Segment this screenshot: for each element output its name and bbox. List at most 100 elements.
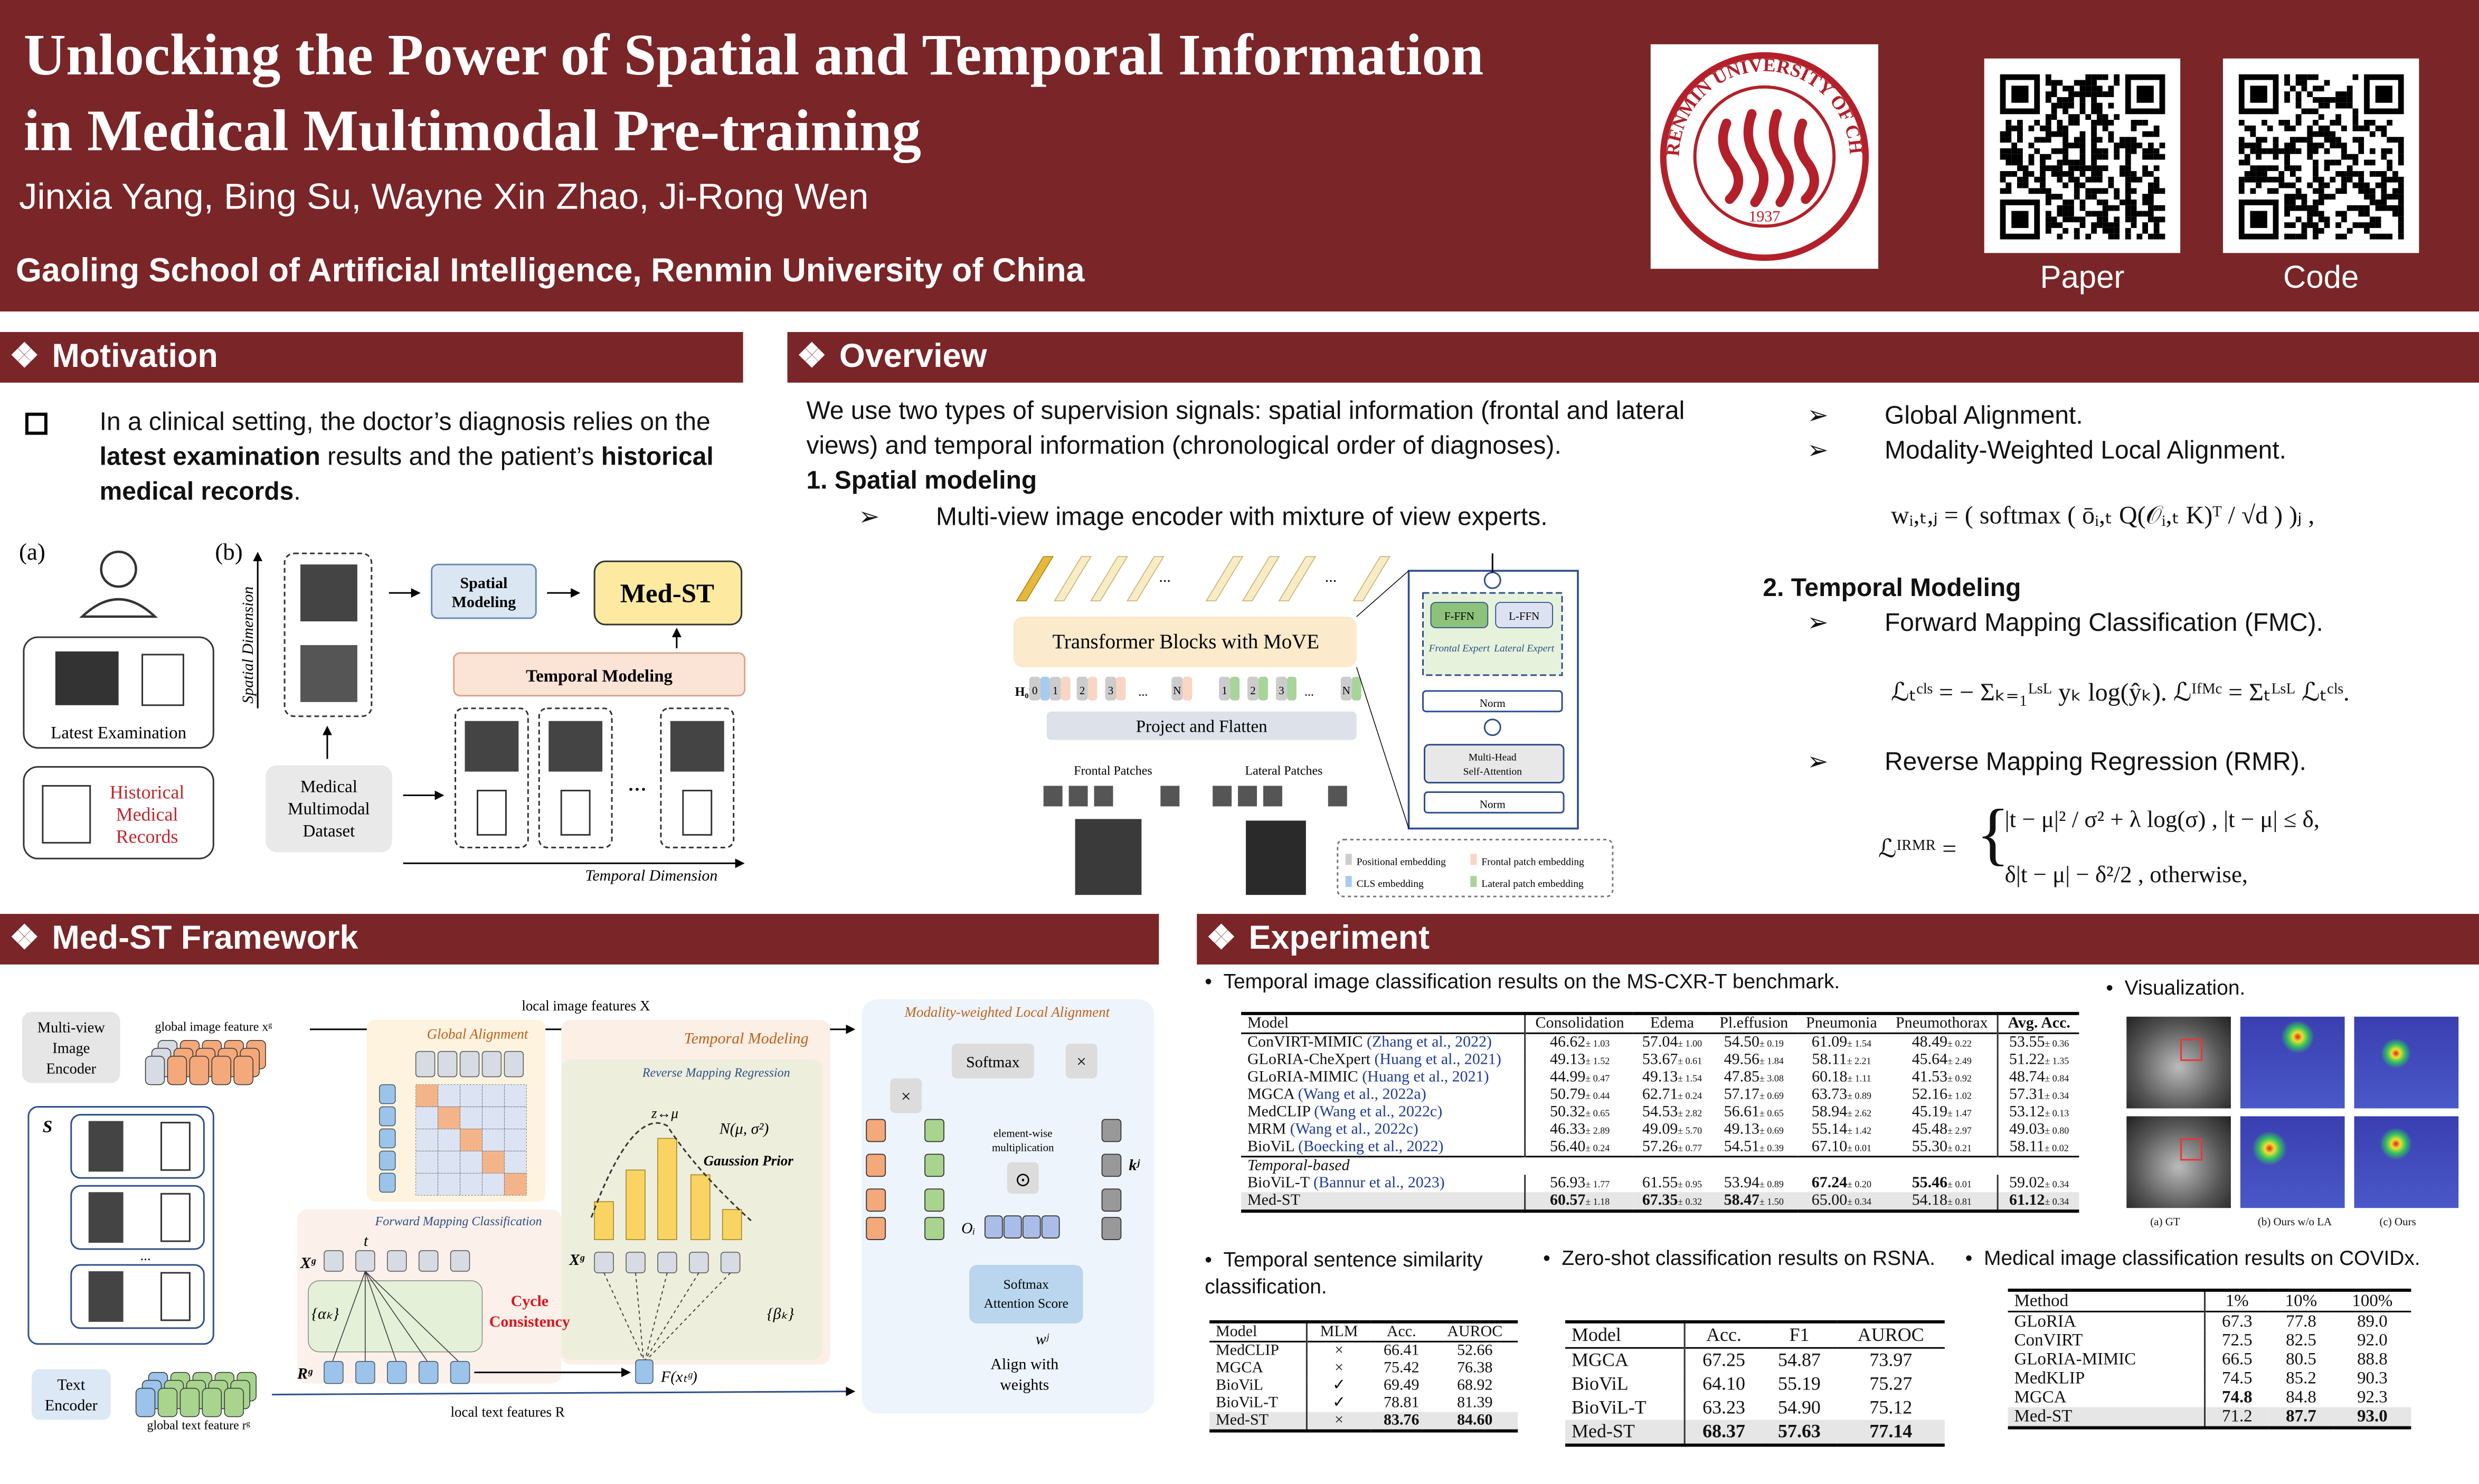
historical-label: Medical (116, 804, 178, 825)
med-st-framework-diagram: local image features X Multi-view Image … (22, 998, 1155, 1432)
z-mu-label: z↔μ (651, 1105, 678, 1121)
std-value: ± 1.02 (1947, 1092, 1972, 1102)
citation-link[interactable]: (Zhang et al., 2022) (1366, 1034, 1492, 1052)
table-cell: 93.0 (2357, 1407, 2388, 1426)
std-value: ± 0.34 (2045, 1198, 2069, 1208)
std-value: ± 0.65 (1759, 1110, 1784, 1120)
patch-embedding (1087, 676, 1097, 701)
image-encoder-label: Encoder (46, 1061, 96, 1077)
global-text-feature-tiles (135, 1372, 257, 1417)
image-feature-tile (481, 1051, 502, 1077)
text: Temporal image classification results on… (1223, 969, 1840, 993)
table-cell: 74.8 (2222, 1388, 2253, 1407)
std-value: ± 0.13 (2045, 1110, 2069, 1120)
table-cell: 66.41 (1384, 1342, 1420, 1360)
text-feature-tile (379, 1128, 396, 1149)
similarity-cell (415, 1084, 439, 1107)
viz-attention-map (2240, 1116, 2345, 1208)
t-label: t (364, 1232, 368, 1250)
citation-link[interactable]: (Boecking et al., 2022) (1298, 1138, 1444, 1156)
value-cell: 49.56± 1.84 (1710, 1052, 1797, 1069)
legend-lateral: Lateral patch embedding (1481, 878, 1584, 890)
std-value: ± 0.89 (1847, 1092, 1872, 1102)
table-cell: MGCA (1209, 1359, 1308, 1377)
table-cell: Med-ST (1565, 1420, 1686, 1445)
mean-value: 51.22 (2009, 1051, 2045, 1069)
table-cell: 87.7 (2286, 1407, 2316, 1426)
code-qr-code[interactable] (2222, 58, 2419, 253)
viz-attention-map (2240, 1016, 2345, 1109)
positional-embedding (1219, 676, 1231, 701)
value-cell: 59.02± 0.34 (1998, 1175, 2079, 1192)
value-cell: 52.16± 1.02 (1886, 1086, 1999, 1104)
value-cell: 50.79± 0.44 (1525, 1086, 1634, 1104)
value-cell: 60.18± 1.11 (1797, 1069, 1886, 1086)
citation-link[interactable]: (Wang et al., 2022c) (1290, 1121, 1418, 1139)
global-text-feature-label: global text feature rᵍ (147, 1419, 250, 1432)
similarity-cell (438, 1128, 460, 1151)
table-cell: 83.76 (1384, 1412, 1420, 1430)
column-header: Model (1241, 1013, 1526, 1034)
mean-value: 50.79 (1549, 1086, 1586, 1104)
text-feature-tile (379, 1084, 396, 1104)
value-cell: 49.03± 0.80 (1998, 1121, 2079, 1138)
formula-rmr-case1: |t − μ|² / σ² + λ log(σ) , |t − μ| ≤ δ, (2004, 808, 2320, 834)
table-cell: 77.8 (2286, 1312, 2316, 1331)
citation-link[interactable]: (Wang et al., 2022a) (1298, 1086, 1426, 1104)
bold-text: latest examination (99, 444, 320, 471)
table-cell: 73.97 (1869, 1348, 1913, 1371)
table-cell: 78.81 (1384, 1394, 1420, 1412)
mean-value: 67.24 (1811, 1175, 1848, 1193)
ellipsis: ... (140, 1247, 150, 1263)
dataset-label: Dataset (303, 821, 355, 840)
column-header: MLM (1320, 1323, 1358, 1341)
experiment-bullet-main: • Temporal image classification results … (1205, 969, 1840, 993)
similarity-cell (482, 1128, 505, 1151)
column-header: Edema (1650, 1015, 1695, 1033)
citation-link[interactable]: (Wang et al., 2022c) (1314, 1103, 1443, 1121)
std-value: ± 2.97 (1947, 1127, 1972, 1137)
std-value: ± 0.44 (1585, 1092, 1610, 1102)
model-cell: BioViL (Boecking et al., 2022) (1241, 1138, 1526, 1157)
std-value: ± 0.77 (1678, 1145, 1702, 1155)
value-cell: 57.31± 0.34 (1998, 1086, 2079, 1104)
mean-value: 49.09 (1642, 1121, 1678, 1139)
gaussian-prior-bars (594, 1138, 742, 1240)
std-value: ± 0.22 (1947, 1040, 1972, 1050)
mean-value: 44.99 (1549, 1069, 1586, 1086)
std-value: ± 0.34 (2045, 1181, 2069, 1191)
paper-qr-code[interactable] (1984, 58, 2181, 253)
text-feature-tile (379, 1173, 396, 1193)
value-cell: 58.11± 2.21 (1797, 1052, 1886, 1069)
mean-value: 53.55 (2009, 1034, 2045, 1052)
patch-embedding (1351, 676, 1361, 701)
value-cell: 56.40± 0.24 (1525, 1138, 1634, 1156)
viz-attention-map (2354, 1116, 2459, 1208)
mean-value: 58.11 (2009, 1138, 2045, 1156)
latest-examination-label: Latest Examination (51, 724, 186, 743)
positional-embedding (1105, 676, 1117, 701)
patch-embedding (1061, 676, 1071, 701)
mean-value: 59.02 (2009, 1175, 2045, 1193)
citation-link[interactable]: (Huang et al., 2021) (1374, 1051, 1501, 1069)
column-header: 100% (2352, 1291, 2393, 1311)
poster-title-line2: in Medical Multimodal Pre-training (23, 99, 922, 165)
value-cell: 44.99± 0.47 (1525, 1069, 1634, 1086)
value-cell: 41.53± 0.92 (1886, 1069, 1999, 1086)
gaussian-prior-label: Gaussion Prior (704, 1152, 793, 1168)
std-value: ± 0.69 (1759, 1092, 1784, 1102)
temporal-dimension-label: Temporal Dimension (585, 867, 717, 884)
section-title: Motivation (52, 338, 218, 375)
softmax-label: Softmax (966, 1054, 1019, 1071)
viz-xray-gt (2126, 1016, 2231, 1109)
citation-link[interactable]: (Huang et al., 2021) (1362, 1069, 1489, 1086)
table-row: BioViL-T (Bannur et al., 2023)56.93± 1.7… (1241, 1175, 2079, 1193)
viz-caption-wo-la: (b) Ours w/o LA (2257, 1216, 2332, 1229)
citation-link[interactable]: (Bannur et al., 2023) (1313, 1175, 1445, 1193)
normal-dist-label: N(μ, σ²) (719, 1120, 769, 1137)
token-index: 3 (1108, 684, 1113, 697)
